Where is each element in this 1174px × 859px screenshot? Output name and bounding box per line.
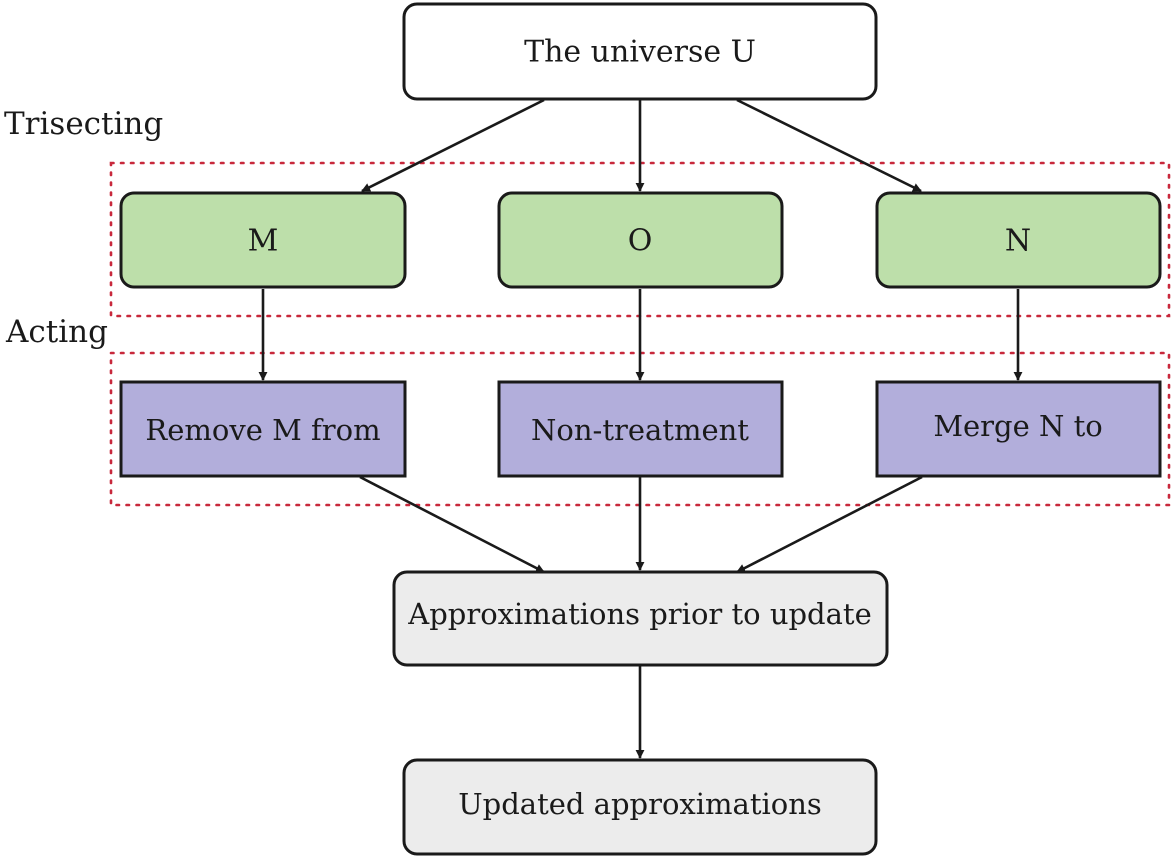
node-merge: Merge N to <box>875 380 1162 478</box>
node-n-box <box>875 191 1162 289</box>
node-n-label: N <box>1005 224 1031 259</box>
node-o: O <box>497 191 784 289</box>
edge-merge-to-prior <box>736 475 923 574</box>
node-updated-box <box>402 758 878 856</box>
node-updated: Updated approximations <box>402 758 878 856</box>
trisecting-stage-label: Trisecting <box>4 106 163 142</box>
node-universe: The universe U <box>402 2 878 101</box>
node-prior-label: Approximations prior to update <box>407 597 871 631</box>
node-universe-label: The universe U <box>524 35 756 70</box>
edge-remove-to-prior <box>359 475 545 574</box>
node-universe-box <box>402 2 878 101</box>
node-prior: Approximations prior to update <box>392 570 889 667</box>
node-o-box <box>497 191 784 289</box>
node-nontreatment: Non-treatment <box>497 380 784 478</box>
node-m-box <box>119 191 407 289</box>
node-prior-box <box>392 570 889 667</box>
node-remove-label: Remove M from <box>145 413 380 447</box>
edge-universe-to-m <box>361 98 545 193</box>
node-remove-box <box>119 380 407 478</box>
acting-stage-label: Acting <box>5 314 108 350</box>
node-n: N <box>875 191 1162 289</box>
node-merge-box <box>875 380 1162 478</box>
node-o-label: O <box>628 224 653 259</box>
node-remove: Remove M from <box>119 380 407 478</box>
node-nontreatment-label: Non-treatment <box>531 413 749 447</box>
node-merge-label: Merge N to <box>933 409 1102 443</box>
edge-universe-to-n <box>736 98 922 193</box>
node-nontreatment-box <box>497 380 784 478</box>
edges <box>258 98 1023 759</box>
node-updated-label: Updated approximations <box>458 787 822 821</box>
node-m-label: M <box>248 224 279 259</box>
node-m: M <box>119 191 407 289</box>
